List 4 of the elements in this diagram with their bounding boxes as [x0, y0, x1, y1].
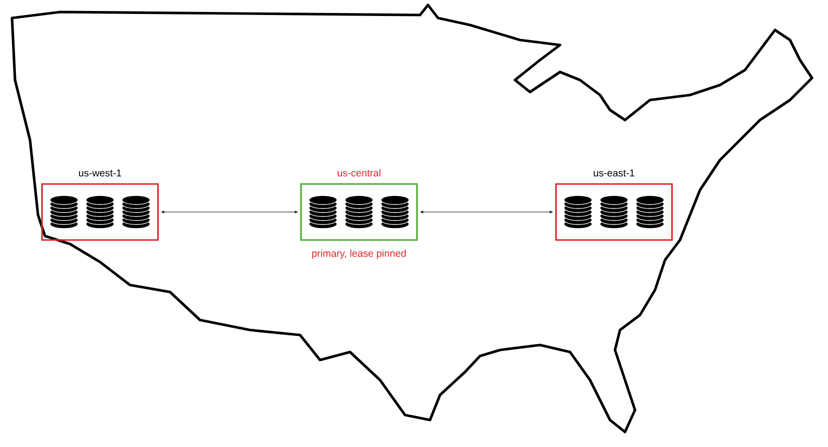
status-note: primary, lease pinned [312, 250, 406, 259]
region-label: us-west-1 [78, 169, 122, 176]
region-label: us-east-1 [594, 169, 634, 176]
region-label: us-central [338, 169, 380, 176]
